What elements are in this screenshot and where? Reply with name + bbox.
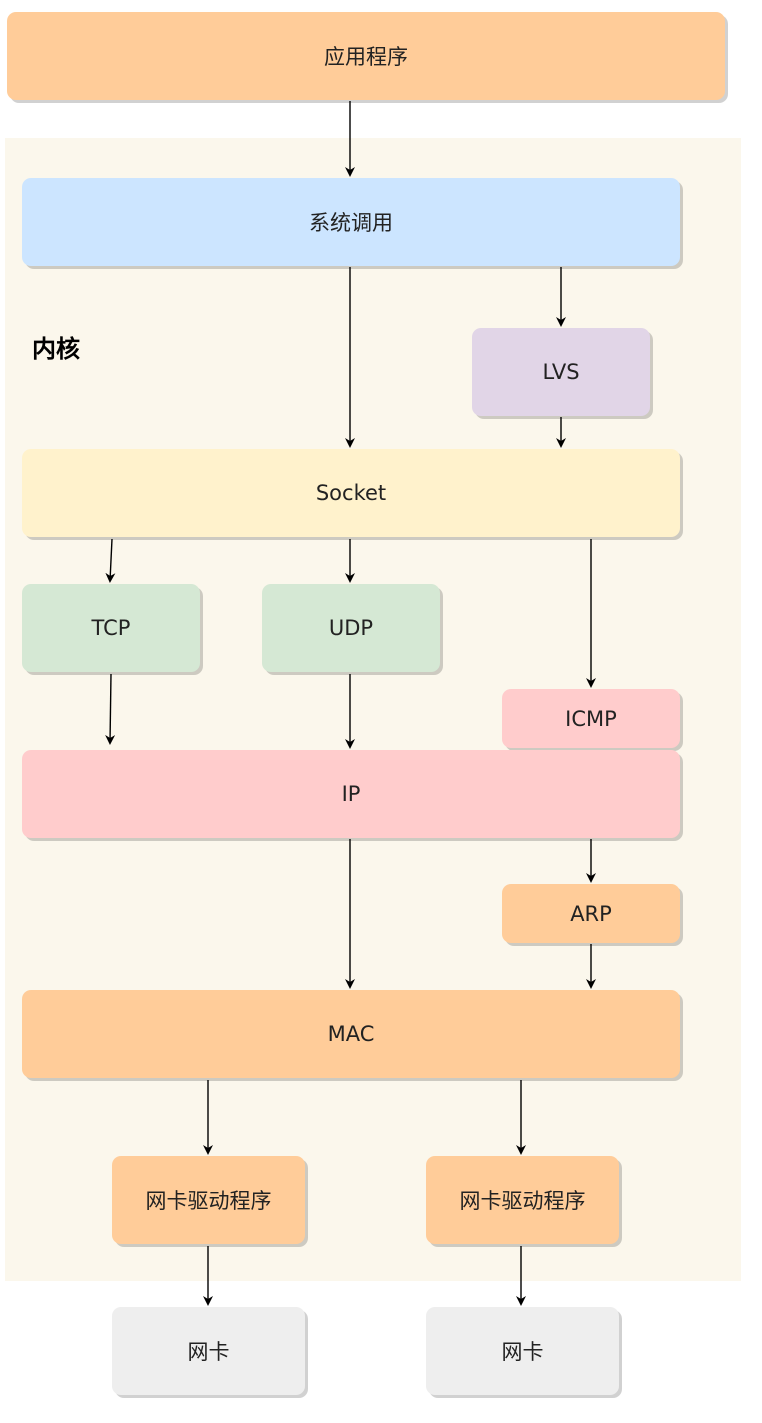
kernel-label: 内核 [32,335,80,363]
nic-driver-box-left: 网卡驱动程序 [112,1156,305,1244]
nic-box-left: 网卡 [112,1307,305,1395]
lvs-box: LVS [472,328,650,416]
nic-box-right: 网卡 [426,1307,619,1395]
icmp-box: ICMP [502,689,680,748]
syscall-box: 系统调用 [22,178,680,266]
mac-box: MAC [22,990,680,1078]
udp-box: UDP [262,584,440,672]
application-box: 应用程序 [7,12,725,100]
ip-box: IP [22,750,680,838]
socket-box: Socket [22,449,680,537]
arp-box: ARP [502,884,680,943]
nic-driver-box-right: 网卡驱动程序 [426,1156,619,1244]
tcp-box: TCP [22,584,200,672]
